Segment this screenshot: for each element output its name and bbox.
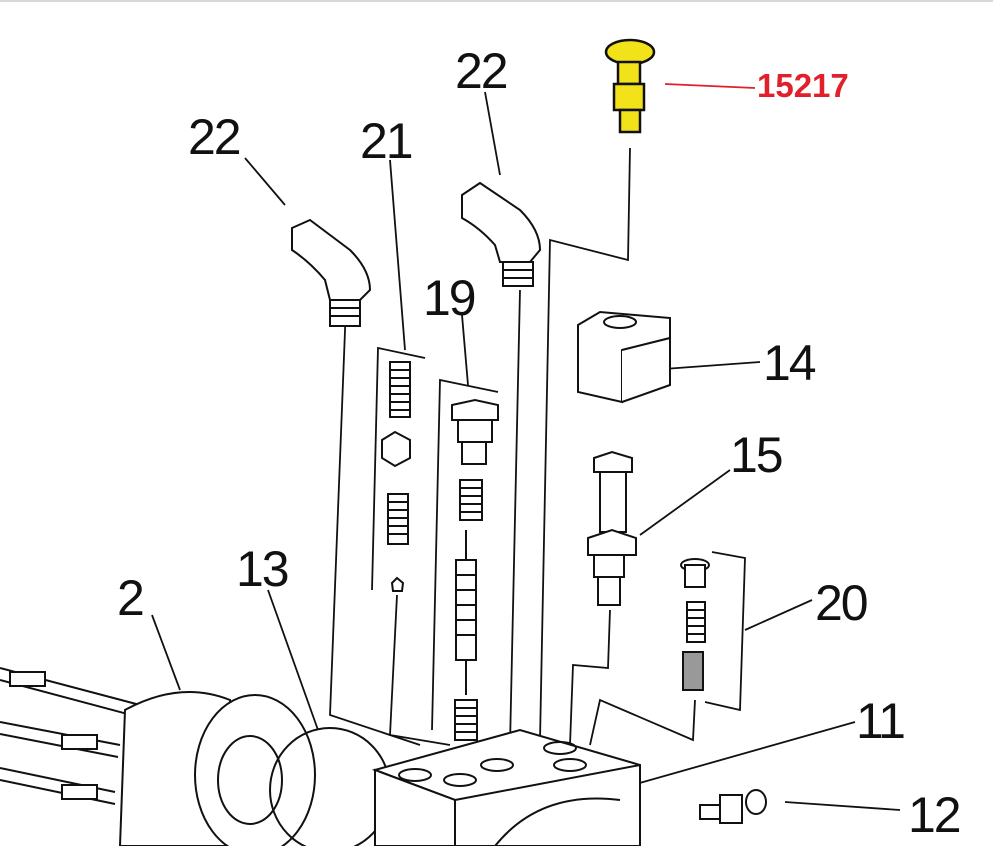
callout-22-left: 22 <box>188 109 242 165</box>
top-border <box>0 0 993 2</box>
callout-15: 15 <box>730 427 784 483</box>
manifold-11 <box>371 728 641 846</box>
leader-lines <box>151 83 901 811</box>
spring-kit-21 <box>381 361 411 592</box>
coil-14 <box>577 310 671 404</box>
callout-14: 14 <box>763 335 817 391</box>
highlighted-part-15217 <box>604 38 656 134</box>
elbow-fitting-left <box>291 218 372 327</box>
callout-15217: 15217 <box>757 67 849 104</box>
callout-20: 20 <box>815 575 869 631</box>
motor-2 <box>0 667 316 846</box>
callout-22-right: 22 <box>455 43 509 99</box>
callout-21: 21 <box>360 113 414 169</box>
callout-11: 11 <box>856 693 906 749</box>
callout-19: 19 <box>423 270 477 326</box>
cartridge-15 <box>587 450 637 606</box>
callout-2: 2 <box>117 570 145 626</box>
fitting-12 <box>699 789 767 824</box>
valve-kit-19 <box>451 398 499 741</box>
elbow-fitting-right <box>461 181 542 287</box>
check-kit-20 <box>680 558 710 691</box>
callout-13: 13 <box>236 541 290 597</box>
callout-12: 12 <box>908 787 962 843</box>
